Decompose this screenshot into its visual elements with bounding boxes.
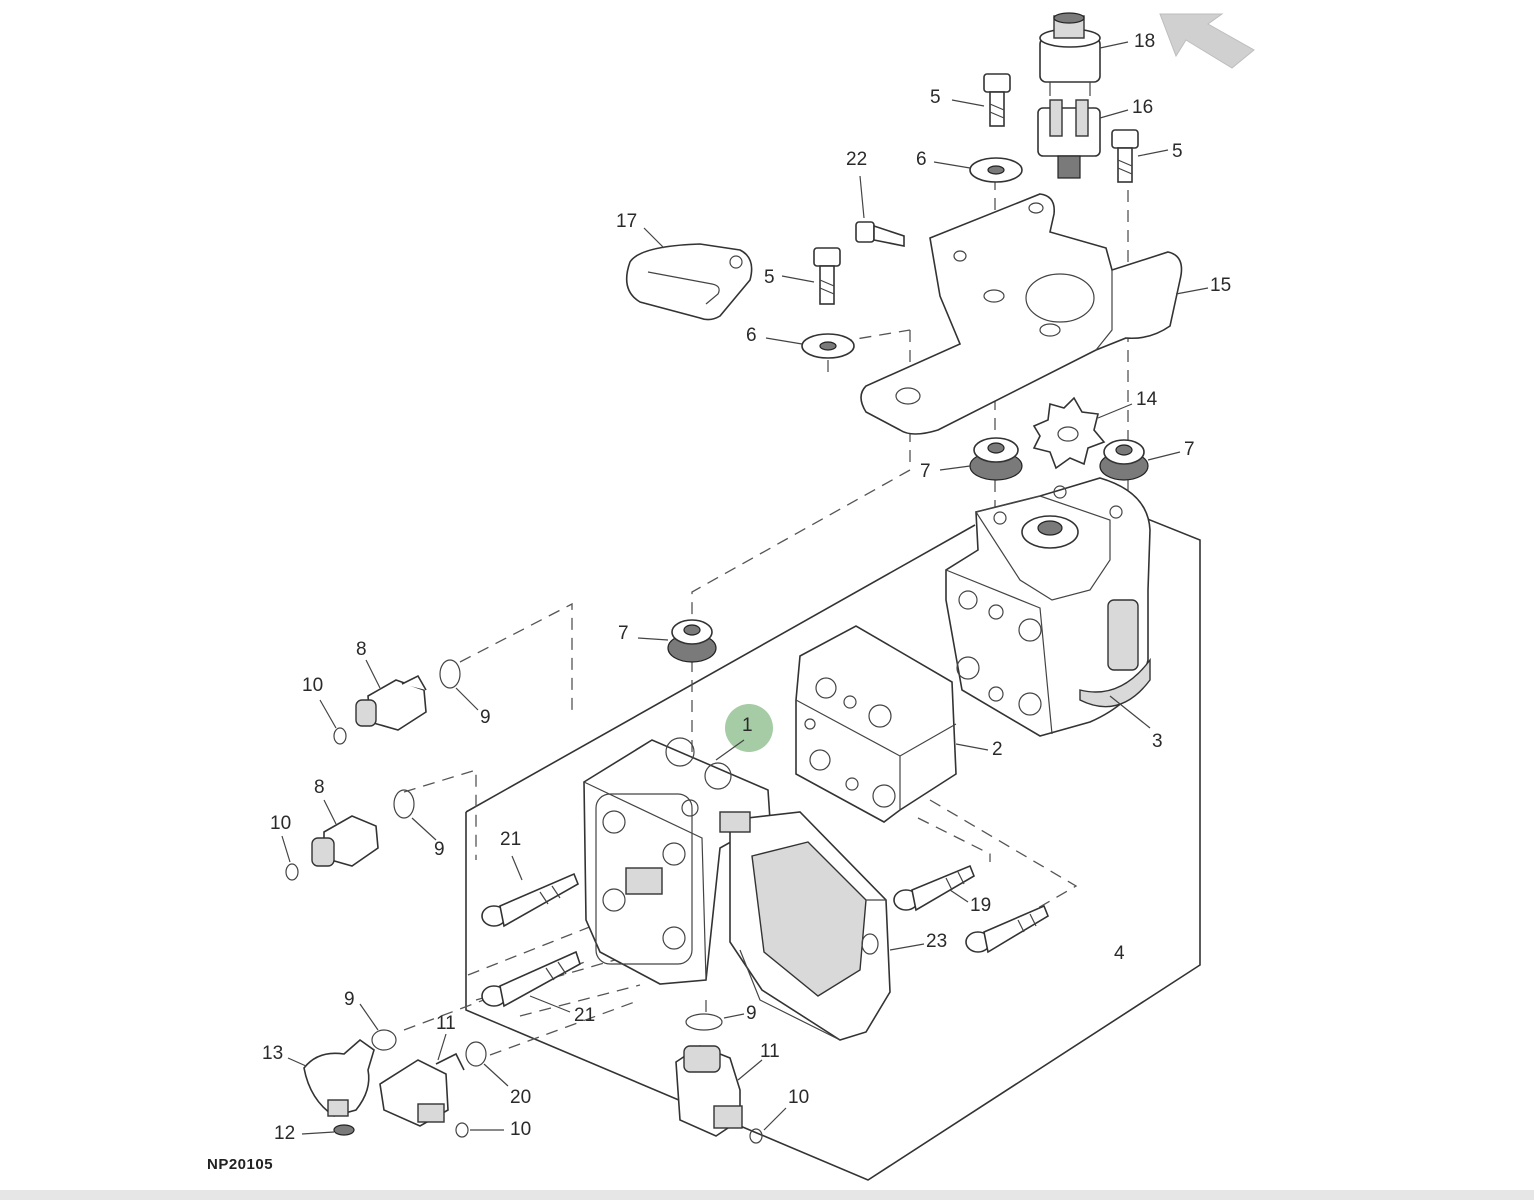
callout-17: 17 — [616, 211, 638, 232]
oring-9-bottom-left — [359, 1003, 397, 1051]
callout-12: 12 — [274, 1123, 296, 1144]
callout-2: 2 — [992, 739, 1003, 760]
fitting-8-lower — [281, 789, 437, 881]
callout-10: 10 — [270, 813, 292, 834]
callout-4: 4 — [1114, 943, 1125, 964]
bolt-22 — [855, 175, 905, 247]
callout-21: 21 — [574, 1005, 596, 1026]
bolt-5-left — [781, 247, 841, 305]
part-18-coupling — [1039, 12, 1129, 96]
washer-6-top — [933, 157, 1023, 183]
part-14-gear — [1032, 396, 1133, 470]
callout-1: 1 — [742, 715, 753, 736]
part-16-spider — [1037, 99, 1129, 179]
housing-outline-4 — [465, 499, 1201, 1181]
part-3-steering-valve — [945, 477, 1151, 737]
callout-7: 7 — [618, 623, 629, 644]
callout-10: 10 — [788, 1087, 810, 1108]
callout-10: 10 — [510, 1119, 532, 1140]
callout-11: 11 — [436, 1013, 456, 1034]
part-1-valve-body — [583, 737, 771, 985]
callout-10: 10 — [302, 675, 324, 696]
callout-9: 9 — [480, 707, 491, 728]
callout-5: 5 — [930, 87, 941, 108]
direction-arrow-icon — [1159, 13, 1255, 69]
screw-21-bottom — [481, 950, 581, 1013]
callout-8: 8 — [356, 639, 367, 660]
bolt-5-top — [951, 73, 1011, 127]
callout-13: 13 — [262, 1043, 284, 1064]
fitting-11-center — [675, 1045, 787, 1144]
fitting-8-upper — [319, 659, 479, 745]
callout-15: 15 — [1210, 275, 1232, 296]
callout-11: 11 — [760, 1041, 780, 1062]
washer-6-left — [765, 333, 855, 359]
part-12-plug — [301, 1124, 355, 1136]
bushing-7-left — [637, 619, 717, 663]
callout-7: 7 — [1184, 439, 1195, 460]
callout-19: 19 — [970, 895, 992, 916]
part-2-plate — [795, 625, 989, 823]
oring-9-bottom-center — [685, 1013, 745, 1031]
callout-3: 3 — [1152, 731, 1163, 752]
callout-23: 23 — [926, 931, 948, 952]
callout-6: 6 — [916, 149, 927, 170]
callout-8: 8 — [314, 777, 325, 798]
callout-9: 9 — [434, 839, 445, 860]
highlight-marker — [725, 704, 773, 752]
fitting-11-left — [379, 1033, 509, 1138]
part-15-bracket — [860, 193, 1209, 435]
bottom-bar — [0, 1190, 1534, 1200]
callout-7: 7 — [920, 461, 931, 482]
bushing-7-right — [1099, 439, 1181, 481]
callout-9: 9 — [746, 1003, 757, 1024]
bushing-7-center — [939, 437, 1023, 481]
part-17-clip — [625, 227, 753, 321]
figure-id-label: NP20105 — [207, 1156, 274, 1173]
screw-19-upper — [893, 864, 975, 912]
callout-20: 20 — [510, 1087, 532, 1108]
callout-22: 22 — [846, 149, 868, 170]
callout-18: 18 — [1134, 31, 1156, 52]
callout-16: 16 — [1132, 97, 1154, 118]
screw-19-lower — [965, 904, 1049, 954]
screw-21-top — [481, 855, 580, 928]
elbow-13 — [287, 1038, 375, 1117]
callout-21: 21 — [500, 829, 522, 850]
callout-5: 5 — [764, 267, 775, 288]
bolt-5-right — [1111, 129, 1169, 183]
part-23-solenoid — [719, 811, 925, 1041]
callout-6: 6 — [746, 325, 757, 346]
callout-5: 5 — [1172, 141, 1183, 162]
callout-9: 9 — [344, 989, 355, 1010]
callout-14: 14 — [1136, 389, 1158, 410]
